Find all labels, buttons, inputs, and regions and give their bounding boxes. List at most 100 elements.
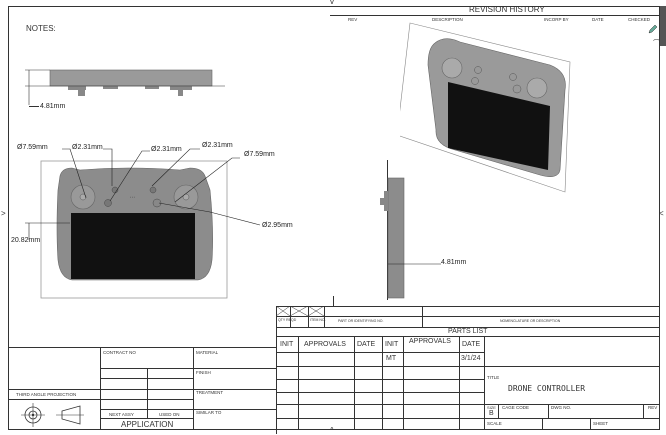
drawing-sheet-border — [8, 6, 660, 430]
material-label: MATERIAL — [196, 350, 219, 355]
next-assy-label: NEXT ASSY — [109, 412, 134, 417]
qty-reqd-header: QTY REQD — [278, 318, 297, 322]
pencil-icon[interactable] — [648, 24, 658, 34]
contract-no-label: CONTRACT NO — [103, 350, 136, 355]
row-line — [276, 418, 660, 419]
approval-date-value: 3/1/24 — [461, 355, 481, 362]
scroll-arrow-icon[interactable]: ⌒ — [653, 40, 660, 47]
revision-divider — [330, 15, 660, 16]
row-line — [100, 409, 276, 410]
left-center-marker: > — [1, 209, 6, 218]
right-joystick-dim: Ø7.59mm — [244, 151, 275, 158]
parts-list-connector — [333, 296, 334, 306]
row-line — [100, 418, 193, 419]
approvals-header-2: APPROVALS — [409, 338, 451, 345]
side-view-boundary — [387, 160, 388, 300]
scale-label: SCALE — [487, 421, 502, 426]
row-line — [276, 404, 660, 405]
approvals-header-1: APPROVALS — [304, 341, 346, 348]
button-1-dim: Ø2.31mm — [72, 144, 103, 151]
isometric-view-drawing — [400, 22, 571, 193]
col-divider — [422, 306, 423, 327]
used-on-label: USED ON — [159, 412, 180, 417]
scrollbar-thumb[interactable] — [660, 6, 666, 46]
col-divider — [324, 306, 325, 327]
item-no-header: ITEM NO. — [310, 318, 326, 322]
col-line — [498, 404, 499, 418]
button-3-dim: Ø2.31mm — [202, 142, 233, 149]
col-line — [542, 418, 543, 430]
side-view-drawing — [380, 177, 441, 299]
col-line — [590, 418, 591, 430]
screen-height-dim: 20.82mm — [11, 237, 41, 244]
parts-list-header-line — [276, 327, 660, 328]
row-line — [276, 366, 660, 367]
dwg-no-label: DWG NO. — [551, 405, 572, 410]
third-angle-projection-icon — [21, 403, 84, 427]
checked-col-header: CHECKED — [628, 17, 651, 22]
approval-init-value: MT — [386, 355, 397, 362]
similar-to-label: SIMILAR TO — [196, 410, 222, 415]
col-line — [459, 336, 460, 430]
button-2-dim: Ø2.31mm — [151, 146, 182, 153]
bottom-center-marker: ^ — [330, 426, 334, 435]
front-view-drawing: • • • — [40, 160, 228, 299]
rev-col-header: REV — [348, 17, 358, 22]
row-line — [276, 392, 484, 393]
date-header-1: DATE — [357, 341, 376, 348]
row-line — [100, 368, 276, 369]
col-line — [484, 336, 485, 430]
title-label: TITLE — [487, 375, 500, 380]
projection-label: THIRD ANGLE PROJECTION — [16, 392, 77, 397]
col-line — [147, 368, 148, 418]
col-line — [354, 336, 355, 430]
col-divider — [308, 306, 309, 327]
init-header-2: INIT — [385, 341, 399, 348]
treatment-label: TREATMENT — [196, 390, 224, 395]
center-button-dim: Ø2.95mm — [262, 222, 293, 229]
parts-list-left-edge — [276, 306, 277, 434]
part-no-header: PART OR IDENTIFYING NO. — [338, 319, 384, 323]
col-divider — [290, 306, 291, 327]
top-dim-leader — [29, 106, 39, 107]
top-view-drawing — [25, 69, 225, 105]
svg-text:• • •: • • • — [130, 195, 135, 199]
top-center-marker: v — [330, 0, 334, 6]
col-line — [193, 347, 194, 430]
drawing-title: DRONE CONTROLLER — [508, 384, 586, 393]
init-header-1: INIT — [280, 341, 294, 348]
col-line — [403, 336, 404, 430]
size-label: SIZE — [487, 405, 496, 410]
col-line — [548, 404, 549, 418]
parts-list-mid-line — [276, 316, 660, 317]
row-line — [8, 389, 276, 390]
row-line — [276, 379, 484, 380]
notes-label: NOTES: — [26, 24, 56, 33]
side-view-depth-dim: 4.81mm — [441, 259, 467, 266]
rev-label: REV — [648, 405, 658, 410]
incorp-by-col-header: INCORP BY — [544, 17, 569, 22]
front-view-leaders — [25, 148, 261, 240]
top-view-height-dim: 4.81mm — [40, 103, 66, 110]
col-line — [100, 347, 101, 430]
finish-label: FINISH — [196, 370, 211, 375]
col-line — [298, 336, 299, 430]
parts-list-title: PARTS LIST — [448, 328, 488, 335]
right-center-marker: < — [659, 209, 664, 218]
parts-list-top-line — [276, 306, 660, 307]
row-line — [276, 352, 484, 353]
empty-cells-crossed — [276, 306, 324, 316]
left-joystick-dim: Ø7.59mm — [17, 144, 48, 151]
application-label: APPLICATION — [121, 420, 174, 429]
row-line — [100, 378, 193, 379]
description-col-header: DESCRIPTION — [432, 17, 463, 22]
sheet-label: SHEET — [593, 421, 609, 426]
cage-code-label: CAGE CODE — [502, 405, 530, 410]
row-line — [8, 399, 193, 400]
size-value: B — [489, 410, 494, 417]
revision-history-title: REVISION HISTORY — [469, 5, 545, 14]
date-header-2: DATE — [462, 341, 481, 348]
col-line — [643, 404, 644, 418]
col-line — [382, 336, 383, 430]
row-line — [8, 347, 276, 348]
